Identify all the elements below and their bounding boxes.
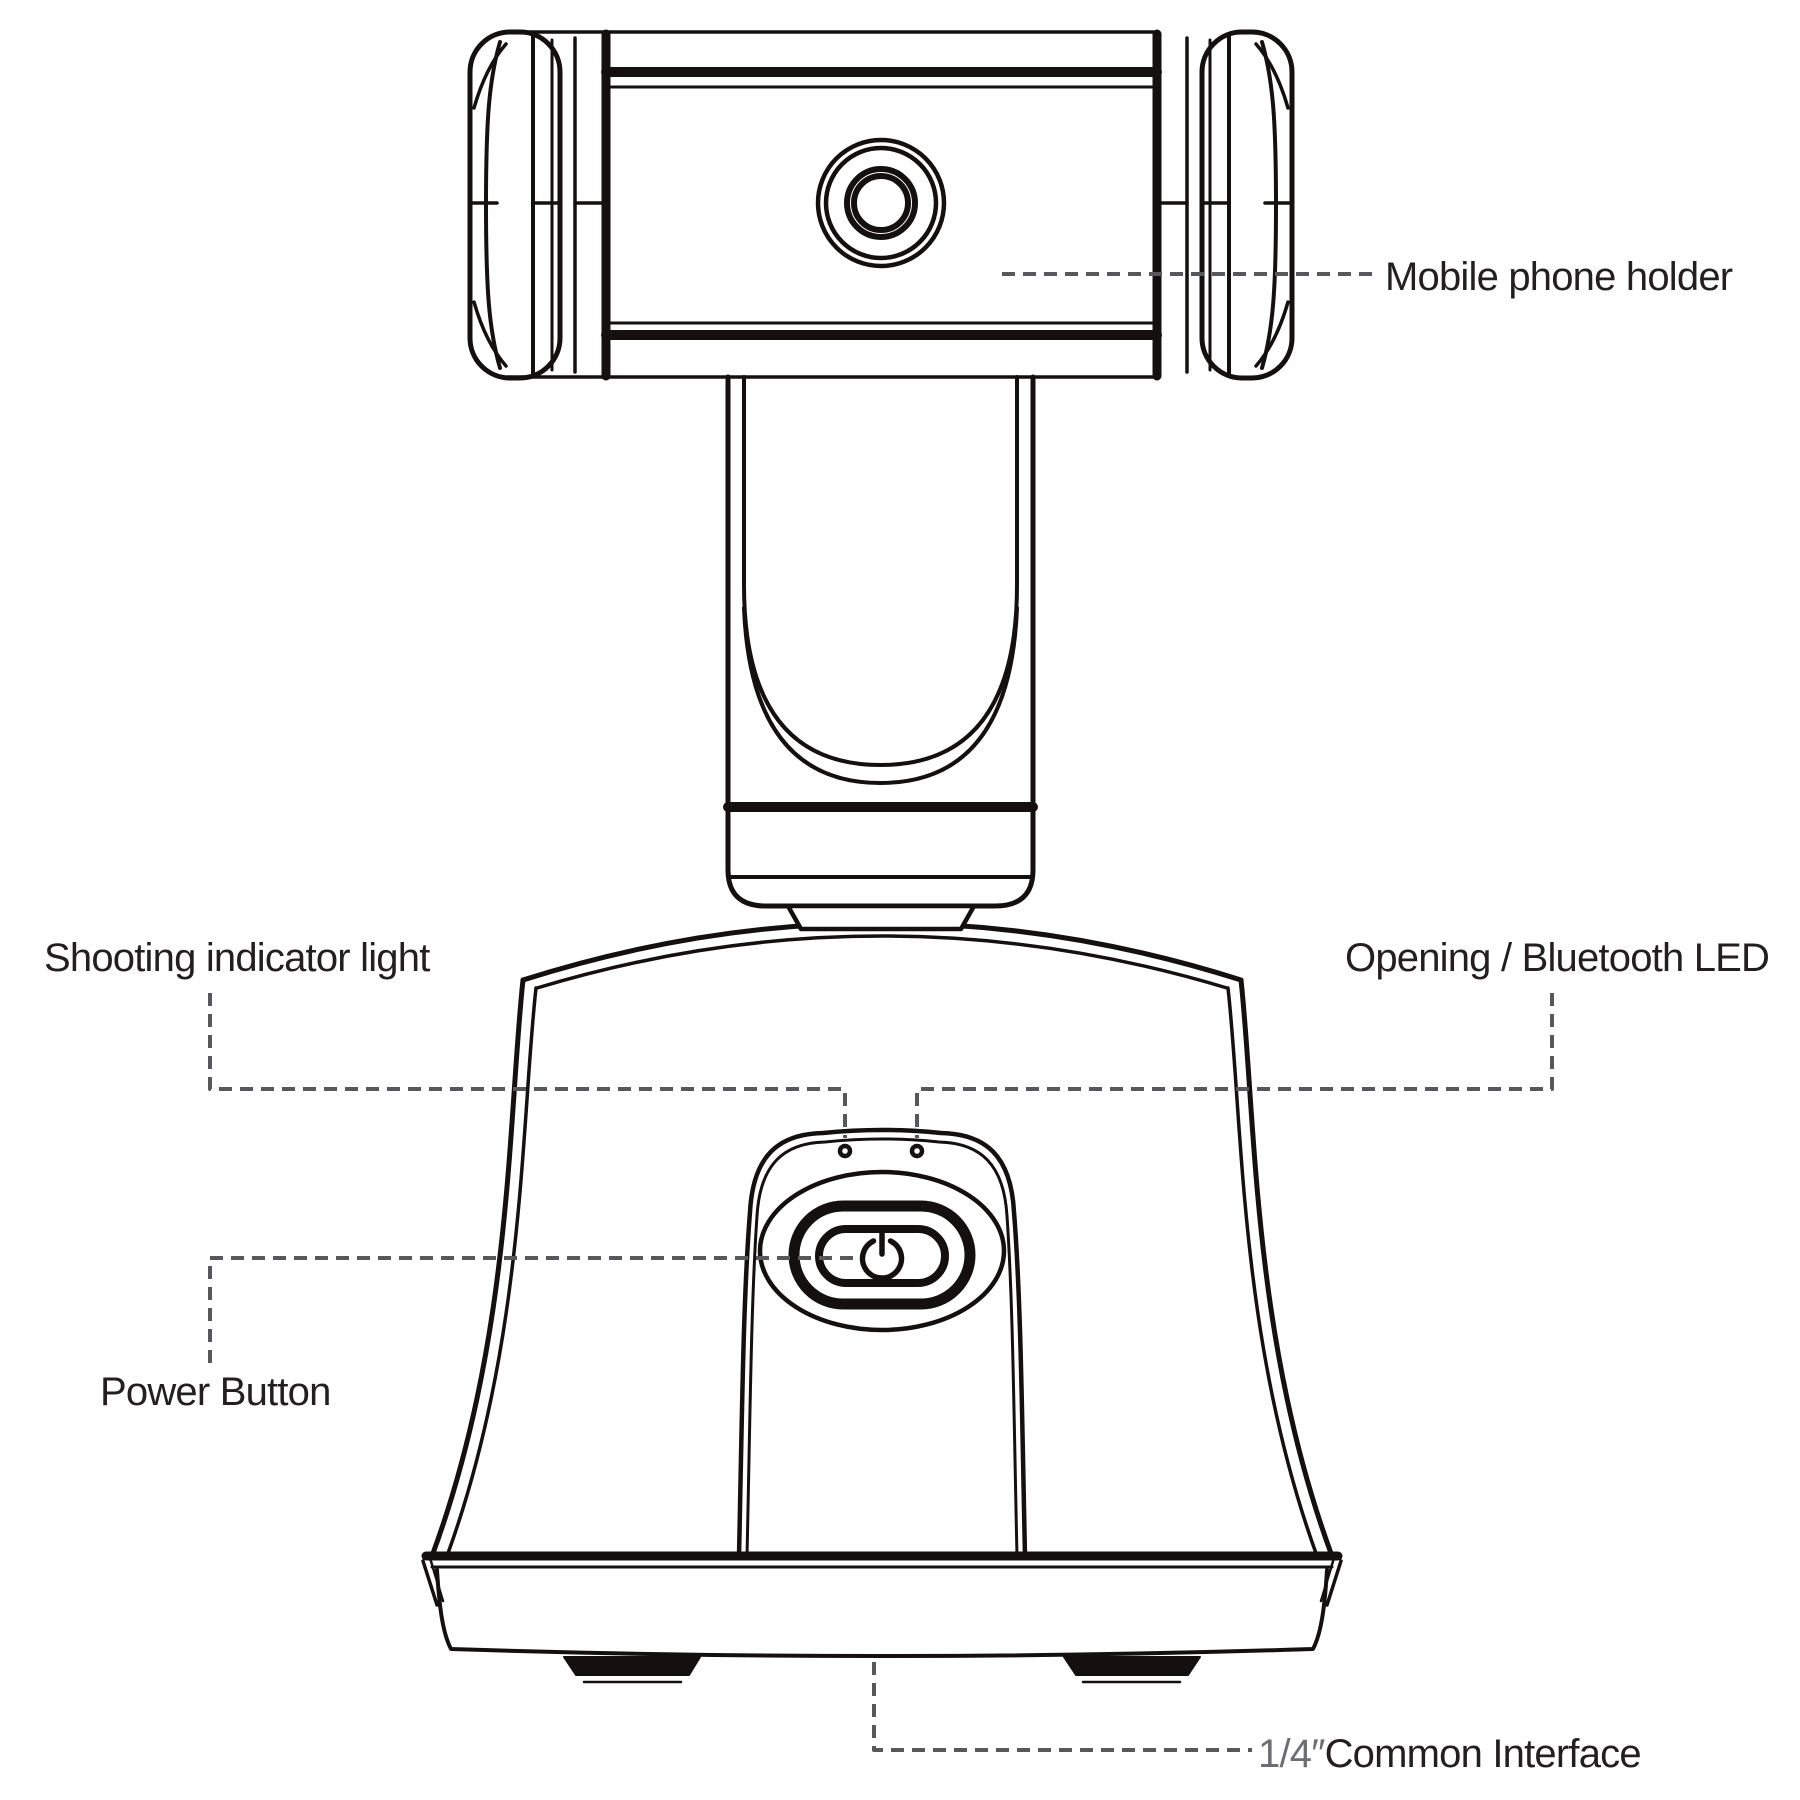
power-recess-oval — [757, 1169, 1007, 1333]
plinth-right-corner-wing — [1325, 1559, 1343, 1607]
label-common-interface-text: Common Interface — [1324, 1732, 1642, 1776]
leader-shooting-indicator — [208, 993, 847, 1138]
base-dome-inner-line — [535, 934, 1229, 990]
right-foot — [1063, 1656, 1201, 1676]
label-shooting-indicator-light: Shooting indicator light — [44, 936, 430, 980]
clamp-center-knob — [815, 137, 947, 269]
front-panel-outline — [736, 1127, 1028, 1559]
base-left-edge — [429, 977, 526, 1559]
tilt-arm-drawing — [723, 374, 1038, 932]
label-opening-bluetooth-led: Opening / Bluetooth LED — [1345, 936, 1770, 980]
phone-holder-drawing — [467, 29, 1295, 381]
label-power-button: Power Button — [100, 1370, 331, 1414]
arm-inner-u-slot — [742, 375, 1019, 767]
leader-power-button — [208, 1256, 860, 1363]
base-drawing — [421, 920, 1343, 1684]
right-grip-pad — [1199, 29, 1295, 381]
base-dome-outline — [520, 920, 1244, 983]
label-mobile-phone-holder: Mobile phone holder — [1385, 255, 1733, 299]
label-common-interface: 1/4″Common Interface — [1258, 1732, 1642, 1776]
power-icon — [859, 1227, 905, 1281]
left-foot — [563, 1656, 701, 1676]
plinth-left-corner-wing — [421, 1559, 439, 1607]
led-dot-shooting — [837, 1143, 853, 1159]
base-right-crease — [1226, 986, 1319, 1558]
base-left-crease — [445, 986, 538, 1558]
leader-common-interface — [872, 1662, 1252, 1752]
yaw-joint-trapezoid — [785, 903, 977, 932]
front-panel-inner-line — [745, 1137, 1019, 1558]
left-grip-pad — [467, 29, 563, 381]
leader-opening-bluetooth — [915, 993, 1554, 1138]
power-button-drawing — [788, 1200, 976, 1310]
arm-outer-outline — [725, 374, 1036, 909]
arm-inner-u-slot-outer-curve — [742, 606, 1019, 785]
power-button-outer-ring — [788, 1200, 976, 1310]
label-common-interface-size-prefix: 1/4″ — [1258, 1732, 1325, 1776]
base-right-edge — [1238, 977, 1335, 1559]
led-dot-bluetooth — [909, 1143, 925, 1159]
plinth-body-outline — [435, 1568, 1329, 1658]
